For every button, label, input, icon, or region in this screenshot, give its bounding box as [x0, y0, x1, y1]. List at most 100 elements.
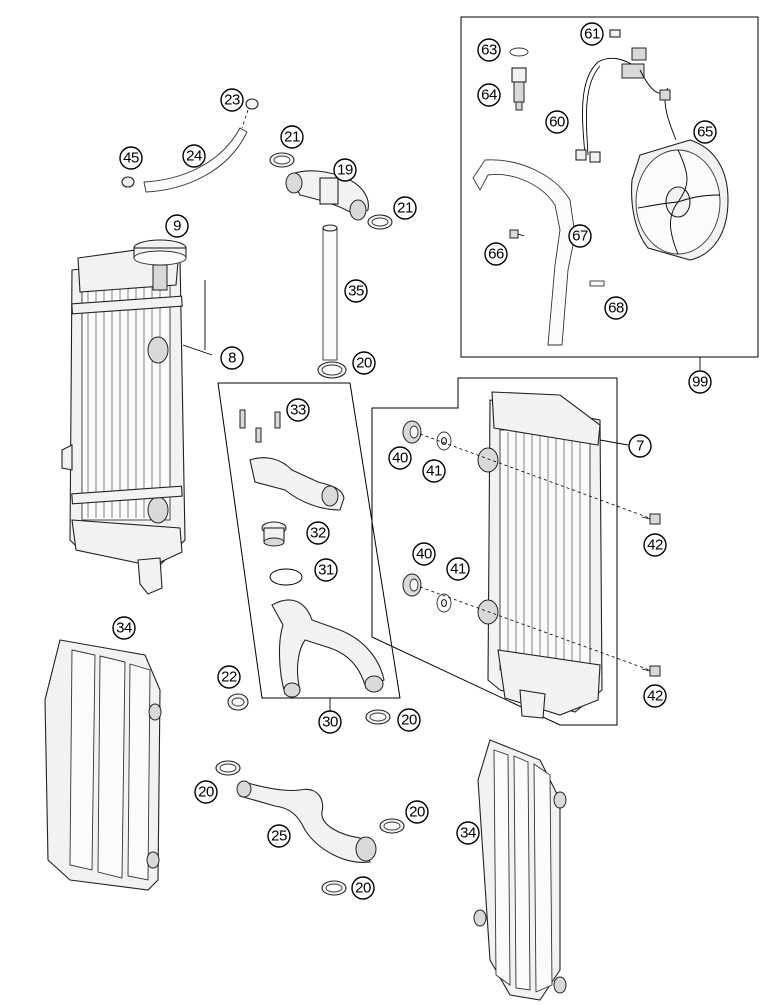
callout-32: 32 — [306, 521, 330, 545]
hose-connector — [285, 170, 369, 221]
hose-clamp-upper-left — [269, 152, 295, 168]
callout-66: 66 — [484, 242, 508, 266]
callout-34-b: 34 — [456, 821, 480, 845]
pin-68 — [589, 280, 605, 287]
callout-65: 65 — [693, 120, 717, 144]
svg-text:64: 64 — [481, 87, 497, 104]
svg-text:20: 20 — [356, 355, 372, 372]
mounting-bracket — [472, 159, 576, 346]
svg-text:20: 20 — [355, 880, 371, 897]
svg-text:41: 41 — [450, 561, 466, 578]
callout-40-b: 40 — [412, 542, 436, 566]
svg-text:34: 34 — [460, 825, 476, 842]
svg-text:21: 21 — [284, 129, 300, 146]
callout-20-e: 20 — [351, 876, 375, 900]
hose-clamp-lower-b — [215, 760, 241, 776]
svg-text:23: 23 — [224, 92, 240, 109]
callout-99: 99 — [688, 370, 712, 394]
callout-41-b: 41 — [446, 557, 470, 581]
callout-64: 64 — [477, 83, 501, 107]
radiator-hose-25 — [236, 780, 377, 863]
thermostat — [261, 521, 287, 547]
callout-23: 23 — [220, 88, 244, 112]
thermostat-housing — [249, 457, 345, 511]
radiator-shroud-left — [44, 639, 162, 891]
callout-21-b: 21 — [393, 196, 417, 220]
washer-63 — [509, 47, 529, 57]
hose-small — [143, 127, 248, 193]
connector-61 — [609, 29, 621, 38]
hose-clamp-lower-a — [365, 709, 391, 725]
callout-61: 61 — [580, 22, 604, 46]
hose-clamp-lower-d — [321, 880, 347, 896]
svg-text:20: 20 — [409, 804, 425, 821]
svg-text:67: 67 — [572, 228, 588, 245]
svg-text:19: 19 — [337, 162, 353, 179]
callout-42-b: 42 — [643, 684, 667, 708]
svg-text:31: 31 — [318, 562, 334, 579]
rubber-grommet-upper — [402, 420, 422, 444]
o-ring — [269, 568, 303, 586]
callout-8: 8 — [220, 346, 244, 370]
screw-lower — [641, 665, 661, 677]
svg-text:40: 40 — [416, 546, 432, 563]
svg-text:66: 66 — [488, 246, 504, 263]
leader-7 — [599, 439, 629, 446]
svg-text:42: 42 — [647, 537, 663, 554]
svg-text:20: 20 — [198, 784, 214, 801]
svg-text:63: 63 — [481, 42, 497, 59]
radiator-cap — [133, 239, 187, 291]
svg-text:61: 61 — [584, 26, 600, 43]
hose-clip-end — [121, 176, 135, 188]
svg-text:7: 7 — [636, 438, 644, 455]
callout-41-a: 41 — [422, 459, 446, 483]
svg-text:35: 35 — [348, 283, 364, 300]
svg-text:33: 33 — [290, 402, 306, 419]
cooling-fan — [631, 89, 729, 261]
svg-text:60: 60 — [549, 114, 565, 131]
svg-text:99: 99 — [692, 374, 708, 391]
hose-clamp-pipe — [317, 361, 347, 379]
callout-20-b: 20 — [397, 708, 421, 732]
radiator-shroud-right — [473, 739, 567, 1001]
callout-30: 30 — [318, 710, 342, 734]
washer-upper — [436, 431, 452, 451]
svg-text:20: 20 — [401, 712, 417, 729]
screws-set — [239, 409, 281, 443]
screw-upper — [641, 513, 661, 525]
washer-lower — [436, 593, 452, 613]
connecting-pipe — [322, 224, 338, 361]
left-radiator — [61, 247, 186, 595]
callout-9: 9 — [165, 214, 189, 238]
callout-42-a: 42 — [643, 533, 667, 557]
callout-31: 31 — [314, 558, 338, 582]
svg-text:65: 65 — [697, 124, 713, 141]
callout-19: 19 — [333, 158, 357, 182]
hose-clamp-lower-c — [379, 818, 405, 834]
rubber-grommet-lower — [402, 573, 422, 597]
callout-7: 7 — [628, 434, 652, 458]
svg-text:40: 40 — [392, 450, 408, 467]
callout-20-c: 20 — [194, 780, 218, 804]
svg-text:42: 42 — [647, 688, 663, 705]
callout-40-a: 40 — [388, 446, 412, 470]
svg-text:22: 22 — [221, 669, 237, 686]
screw-66 — [509, 229, 525, 239]
fan-kit-frame — [460, 16, 759, 358]
svg-text:34: 34 — [116, 620, 132, 637]
leader-8 — [182, 344, 213, 356]
callout-45: 45 — [119, 146, 143, 170]
callout-20-d: 20 — [405, 800, 429, 824]
right-radiator-frame — [371, 377, 618, 726]
svg-text:24: 24 — [186, 148, 202, 165]
callout-60: 60 — [545, 110, 569, 134]
callout-25: 25 — [267, 824, 291, 848]
svg-text:21: 21 — [397, 200, 413, 217]
callout-67: 67 — [568, 224, 592, 248]
right-radiator — [477, 391, 603, 719]
wiring-harness — [575, 47, 669, 163]
temperature-switch — [511, 67, 527, 111]
svg-text:32: 32 — [310, 525, 326, 542]
svg-text:41: 41 — [426, 463, 442, 480]
